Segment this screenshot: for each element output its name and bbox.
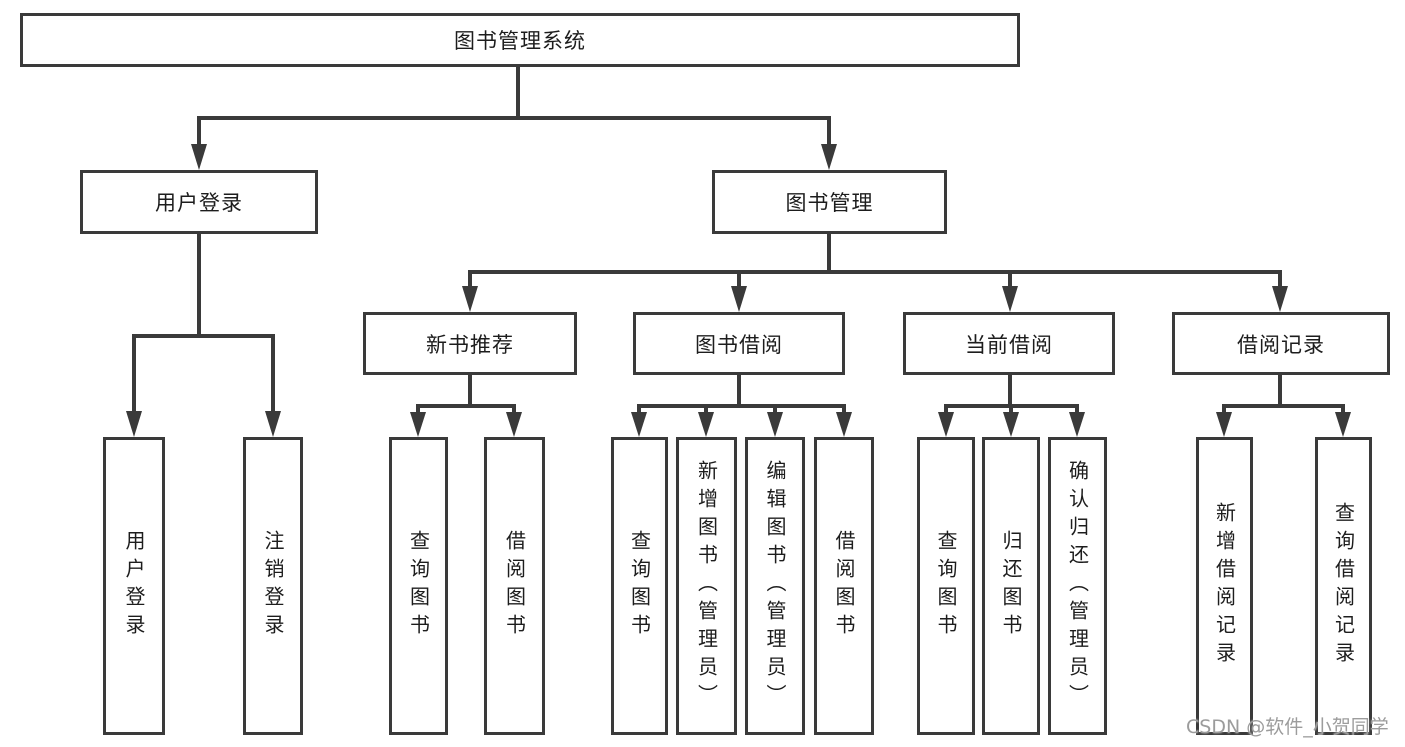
leaf-user-login: 用户登录 — [103, 437, 165, 735]
leaf-borrow-book: 借阅图书 — [814, 437, 874, 735]
leaf-logout: 注销登录 — [243, 437, 303, 735]
leaf-current-query-book: 查询图书 — [917, 437, 975, 735]
leaf-edit-book-admin: 编辑图书（管理员） — [745, 437, 805, 735]
node-new-book-recommend-label: 新书推荐 — [426, 332, 514, 357]
node-current-borrow: 当前借阅 — [903, 312, 1115, 375]
current-borrow-to-leaves-connector — [938, 374, 1085, 437]
leaf-borrow-book-label: 借阅图书 — [832, 530, 856, 642]
leaf-add-borrow-record-label: 新增借阅记录 — [1212, 502, 1237, 670]
leaf-add-book-admin: 新增图书（管理员） — [676, 437, 737, 735]
leaf-borrow-query-book: 查询图书 — [611, 437, 668, 735]
node-book-management-label: 图书管理 — [785, 191, 874, 215]
node-book-borrow: 图书借阅 — [633, 312, 845, 375]
leaf-borrow-query-book-label: 查询图书 — [627, 530, 652, 642]
node-root: 图书管理系统 — [20, 13, 1020, 67]
node-book-borrow-label: 图书借阅 — [695, 332, 783, 357]
node-borrow-record: 借阅记录 — [1172, 312, 1390, 375]
leaf-return-book-label: 归还图书 — [999, 530, 1023, 642]
leaf-newbook-query-book-label: 查询图书 — [406, 530, 431, 642]
leaf-user-login-label: 用户登录 — [122, 530, 146, 642]
book-borrow-to-leaves-connector — [631, 374, 852, 437]
new-book-to-leaves-connector — [410, 374, 522, 437]
borrow-record-to-leaves-connector — [1216, 374, 1351, 437]
leaf-return-book: 归还图书 — [982, 437, 1040, 735]
csdn-watermark: CSDN @软件_小贺同学 — [1186, 716, 1389, 738]
leaf-newbook-query-book: 查询图书 — [389, 437, 448, 735]
leaf-logout-label: 注销登录 — [261, 530, 285, 642]
node-user-login-label: 用户登录 — [155, 191, 243, 215]
leaf-newbook-borrow-book-label: 借阅图书 — [502, 530, 527, 642]
leaf-newbook-borrow-book: 借阅图书 — [484, 437, 545, 735]
leaf-current-query-book-label: 查询图书 — [934, 530, 958, 642]
root-to-level1-connector — [191, 67, 837, 170]
node-user-login: 用户登录 — [80, 170, 318, 234]
leaf-edit-book-admin-label: 编辑图书（管理员） — [763, 460, 787, 712]
node-borrow-record-label: 借阅记录 — [1237, 332, 1325, 357]
node-current-borrow-label: 当前借阅 — [965, 332, 1053, 357]
node-new-book-recommend: 新书推荐 — [363, 312, 577, 375]
leaf-confirm-return-admin-label: 确认归还（管理员） — [1065, 460, 1090, 712]
leaf-query-borrow-record-label: 查询借阅记录 — [1331, 502, 1356, 670]
leaf-query-borrow-record: 查询借阅记录 — [1315, 437, 1372, 735]
user-login-to-leaves-connector — [126, 234, 281, 437]
node-book-management: 图书管理 — [712, 170, 947, 234]
node-root-label: 图书管理系统 — [454, 29, 586, 53]
book-management-to-level2-connector — [462, 234, 1288, 312]
leaf-confirm-return-admin: 确认归还（管理员） — [1048, 437, 1107, 735]
leaf-add-book-admin-label: 新增图书（管理员） — [694, 460, 719, 712]
leaf-add-borrow-record: 新增借阅记录 — [1196, 437, 1253, 735]
